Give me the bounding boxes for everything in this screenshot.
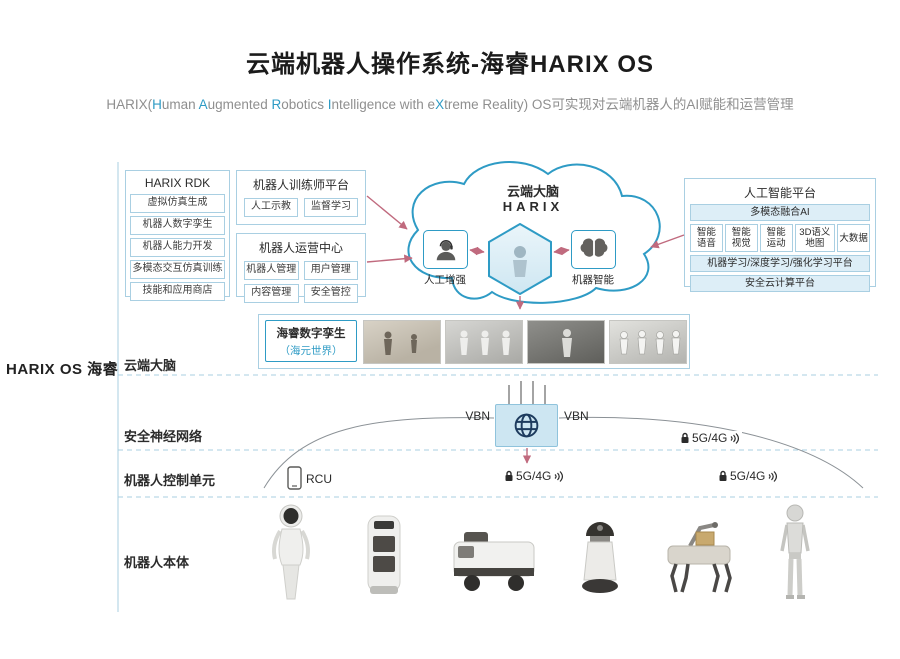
subtitle-accent: R [271, 97, 282, 112]
trainer-item: 监督学习 [304, 198, 358, 217]
ai-cell-speech: 智能 语音 [690, 224, 723, 252]
subtitle: HARIX(Human Augmented Robotics Intellige… [0, 93, 900, 113]
vbn-label-left: VBN [465, 409, 490, 423]
harix-cloud-logo: HARIX [502, 199, 564, 214]
harix-rdk-panel: HARIX RDK 虚拟仿真生成 机器人数字孪生 机器人能力开发 多模态交互仿真… [125, 170, 230, 301]
twin-scene-image [609, 320, 687, 364]
subtitle-text: treme Reality [444, 97, 524, 112]
ai-cell-vision: 智能 视觉 [724, 224, 758, 252]
brain-icon [580, 238, 607, 257]
rdk-item: 机器人能力开发 [130, 238, 225, 257]
secure-link-label: 5G/4G [692, 431, 728, 445]
signal-waves-icon [730, 432, 740, 444]
subtitle-accent: A [198, 97, 208, 112]
harix-rdk-items: 虚拟仿真生成 机器人数字孪生 机器人能力开发 多模态交互仿真训练 技能和应用商店 [126, 190, 229, 301]
subtitle-text: obotics [281, 97, 328, 112]
ai-cell-big-data: 大数据 [837, 224, 871, 252]
subtitle-text: ntelligence with e [331, 97, 436, 112]
digital-twin-panel: 海睿数字孪生 （海元世界） [258, 314, 690, 369]
signal-waves-icon [554, 470, 564, 482]
phone-icon [287, 466, 302, 490]
ai-cell-3d-semantic-map: 3D语义 地图 [794, 224, 836, 252]
digital-twin-subtitle: （海元世界） [279, 344, 343, 357]
lock-icon [505, 470, 513, 481]
row-label-secure-neural-network: 安全神经网络 [124, 429, 203, 444]
twin-scene-image [445, 320, 523, 364]
subtitle-accent: I [327, 97, 332, 112]
secure-5g4g-link-bottom-right: 5G/4G [716, 469, 781, 483]
tray-delivery-robot-image [367, 515, 401, 594]
ops-item: 机器人管理 [244, 261, 299, 280]
lock-icon [681, 432, 689, 443]
operations-center-header: 机器人运营中心 [258, 241, 343, 255]
digital-twin-label: 海睿数字孪生 （海元世界） [265, 320, 357, 362]
ai-platform-body: 多模态融合AI 智能 语音 智能 视觉 智能 运动 3D语义 地图 大数据 机器… [685, 204, 875, 292]
twin-scene-image [363, 320, 441, 364]
machine-intelligence-node [571, 230, 616, 269]
secure-5g4g-link-bottom-center: 5G/4G [502, 469, 567, 483]
ai-machine-learning-platform: 机器学习/深度学习/强化学习平台 [690, 255, 870, 272]
delivery-vehicle-robot-image [453, 532, 535, 591]
subtitle-text: ugmented [207, 97, 272, 112]
rcu-label: RCU [306, 472, 332, 486]
operations-center-items: 机器人管理 用户管理 内容管理 安全管控 [237, 256, 365, 303]
vbn-label-right: VBN [564, 409, 589, 423]
twin-scene-image [527, 320, 605, 364]
person-headset-icon [436, 239, 455, 260]
page-title: 云端机器人操作系统-海睿HARIX OS [245, 51, 654, 78]
ops-item: 安全管控 [303, 284, 358, 303]
quadruped-robot-image [667, 522, 732, 593]
ops-item: 内容管理 [244, 284, 299, 303]
machine-intelligence-label: 机器智能 [572, 274, 614, 286]
rdk-item: 技能和应用商店 [130, 282, 225, 301]
digital-twin-title: 海睿数字孪生 [276, 327, 346, 340]
robot-hexagon [488, 223, 552, 295]
ai-platform-panel: 人工智能平台 多模态融合AI 智能 语音 智能 视觉 智能 运动 3D语义 地图… [684, 178, 876, 292]
ai-multimodal-fusion: 多模态融合AI [690, 204, 870, 221]
human-augmentation-label: 人工增强 [424, 274, 466, 286]
trainer-platform-items: 人工示教 监督学习 [237, 193, 365, 217]
secure-5g4g-link-mid: 5G/4G [678, 431, 743, 445]
row-label-cloud-brain: 云端大脑 [124, 358, 177, 373]
subtitle-text: ) OS可实现对云端机器人的AI赋能和运营管理 [523, 97, 794, 112]
vbn-gateway-box [495, 404, 558, 447]
subtitle-accent: H [152, 97, 162, 112]
harix-rdk-header: HARIX RDK [144, 176, 211, 190]
rdk-item: 机器人数字孪生 [130, 216, 225, 235]
subtitle-accent: X [435, 97, 445, 112]
ai-cell-motion: 智能 运动 [759, 224, 793, 252]
trainer-item: 人工示教 [244, 198, 298, 217]
ai-capability-cells: 智能 语音 智能 视觉 智能 运动 3D语义 地图 大数据 [690, 224, 871, 252]
rdk-item: 虚拟仿真生成 [130, 194, 225, 213]
secure-link-label: 5G/4G [730, 469, 766, 483]
patrol-robot-image [582, 522, 618, 593]
signal-waves-icon [768, 470, 778, 482]
cloud-brain-title: 云端大脑 [506, 184, 559, 199]
subtitle-text: HARIX( [106, 97, 153, 112]
robot-trainer-platform-panel: 机器人训练师平台 人工示教 监督学习 [236, 170, 366, 225]
human-augmentation-node [423, 230, 468, 269]
secure-link-label: 5G/4G [516, 469, 552, 483]
row-label-robot-control-unit: 机器人控制单元 [124, 473, 216, 488]
trainer-platform-header: 机器人训练师平台 [252, 178, 349, 192]
humanoid-robot-image [780, 504, 810, 599]
globe-icon [514, 413, 539, 438]
robot-operations-center-panel: 机器人运营中心 机器人管理 用户管理 内容管理 安全管控 [236, 233, 366, 303]
rdk-item: 多模态交互仿真训练 [130, 260, 225, 279]
subtitle-text: uman [161, 97, 199, 112]
ai-secure-cloud-platform: 安全云计算平台 [690, 275, 870, 292]
row-label-robot-body: 机器人本体 [124, 555, 190, 570]
humanoid-service-robot-image [272, 504, 310, 600]
ops-item: 用户管理 [303, 261, 358, 280]
lock-icon [719, 470, 727, 481]
ai-platform-header: 人工智能平台 [743, 186, 816, 200]
harix-os-logo: HARIX OS 海睿 [6, 361, 119, 378]
